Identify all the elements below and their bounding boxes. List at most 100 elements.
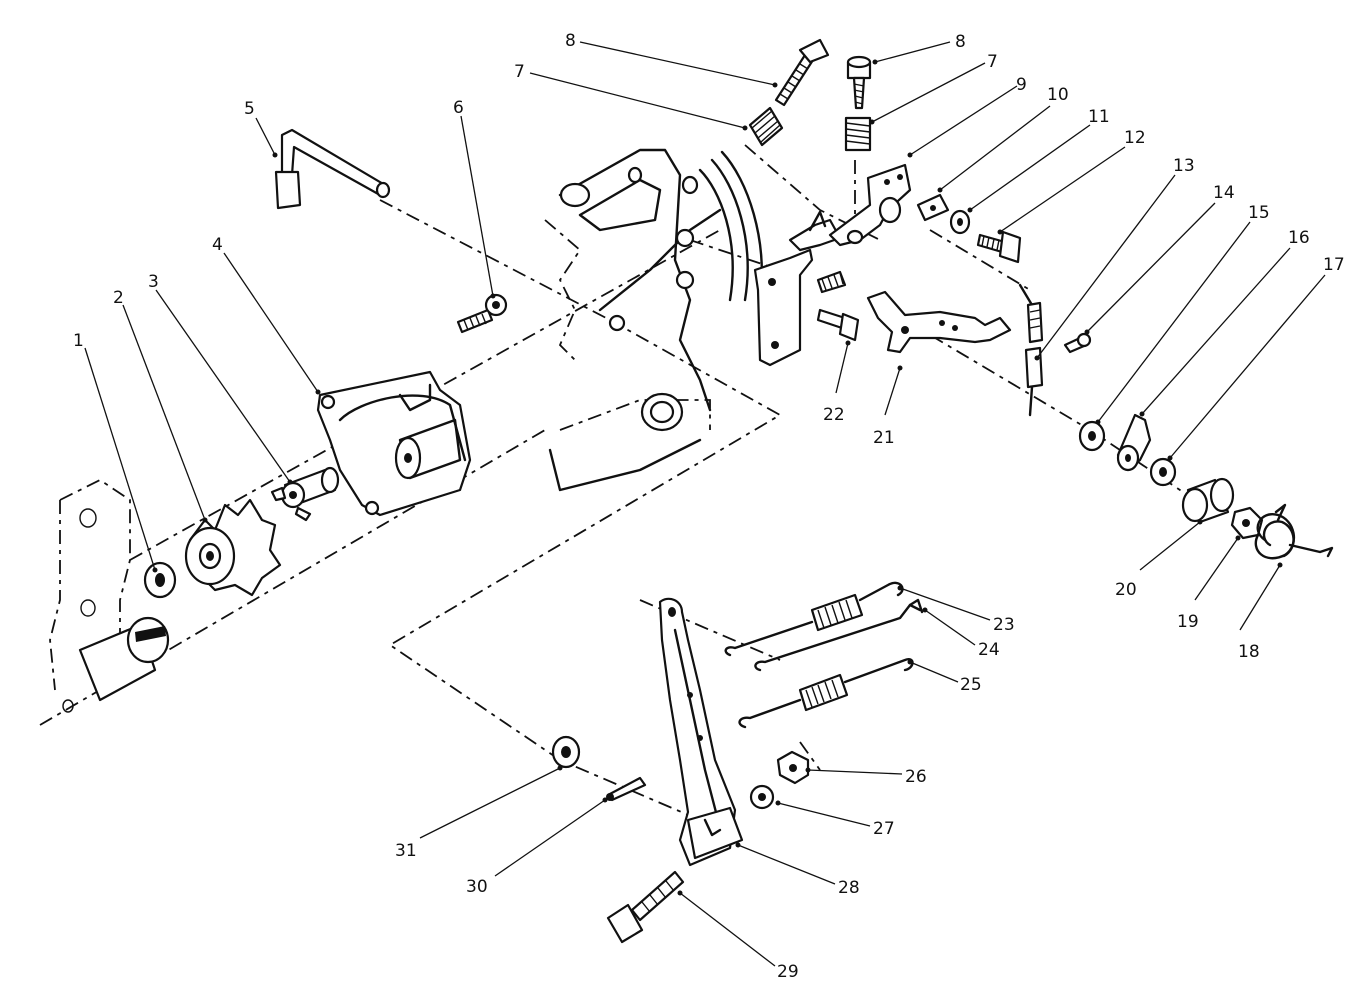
bracket-spring	[816, 270, 847, 294]
lever-rib	[673, 628, 720, 822]
housing-hole-1	[79, 508, 97, 528]
label-18: 18	[1238, 642, 1260, 662]
label-27: 27	[873, 819, 895, 839]
label-30: 30	[466, 877, 488, 897]
part-7a-spring	[748, 106, 784, 147]
label-25: 25	[960, 675, 982, 695]
label-14: 14	[1213, 183, 1235, 203]
label-23: 23	[993, 615, 1015, 635]
label-28: 28	[838, 878, 860, 898]
part-12-bolt	[976, 230, 1022, 264]
part-16-plate	[1116, 413, 1152, 472]
block-boss-1	[675, 228, 695, 248]
label-8a: 8	[565, 31, 576, 51]
part-3-shaft	[270, 466, 340, 522]
label-11: 11	[1088, 107, 1110, 127]
block-boss-2	[675, 270, 695, 290]
label-20: 20	[1115, 580, 1137, 600]
engine-block	[544, 148, 763, 492]
block-lower-outline	[559, 399, 711, 431]
label-3: 3	[148, 272, 159, 292]
housing-hole-2	[80, 599, 96, 617]
label-12: 12	[1124, 128, 1146, 148]
part-27-washer	[749, 784, 775, 810]
leader-lines	[84, 41, 1326, 967]
part-20-spacer	[1181, 477, 1235, 524]
label-6: 6	[453, 98, 464, 118]
bracket-tab	[808, 210, 827, 232]
block-boss-3	[608, 314, 626, 332]
label-4: 4	[212, 235, 223, 255]
nut-axis-line	[799, 741, 821, 771]
lever-slot	[703, 818, 722, 837]
part-8b-screw	[846, 55, 872, 110]
label-26: 26	[905, 767, 927, 787]
governor-bracket	[753, 210, 842, 367]
label-10: 10	[1047, 85, 1069, 105]
part-18-spring	[1254, 503, 1334, 560]
label-17: 17	[1323, 255, 1345, 275]
part-26-nut	[776, 750, 810, 785]
label-5: 5	[244, 99, 255, 119]
block-bolt-head	[559, 182, 591, 208]
label-1: 1	[73, 331, 84, 351]
part-8a-screw	[774, 38, 830, 107]
label-15: 15	[1248, 203, 1270, 223]
part-9-lever	[828, 163, 912, 247]
block-lower-edge	[548, 438, 702, 492]
label-19: 19	[1177, 612, 1199, 632]
part-1-washer	[143, 561, 177, 599]
rod-axis-line	[379, 199, 611, 321]
block-curve-1	[698, 168, 734, 302]
block-top-flange	[578, 178, 662, 232]
lower-assembly-line	[388, 319, 782, 821]
label-22: 22	[823, 405, 845, 425]
part-15-washer	[1078, 420, 1106, 452]
part-31-washer	[551, 735, 581, 769]
block-ridge	[598, 208, 722, 312]
housing-outline	[59, 478, 131, 660]
label-7b: 7	[987, 52, 998, 72]
part-28-lever	[658, 597, 744, 867]
part-7b-spring	[844, 116, 872, 152]
spring-23-line	[639, 599, 781, 661]
label-16: 16	[1288, 228, 1310, 248]
cover-inner-curve	[338, 394, 467, 462]
part-13-cable	[1018, 283, 1044, 417]
part-6-screw	[456, 293, 508, 334]
part-10-clip	[916, 193, 950, 222]
bolt-axis-line	[929, 229, 1031, 291]
part-30-pin	[606, 776, 647, 802]
part-17-washer	[1149, 457, 1177, 487]
label-24: 24	[978, 640, 1000, 660]
housing-left-edge	[49, 500, 61, 691]
housing-shaft-key	[135, 626, 166, 642]
block-outline-left	[544, 219, 582, 361]
label-8b: 8	[955, 32, 966, 52]
block-curve-2	[710, 158, 749, 302]
part-2-gear	[184, 498, 282, 597]
block-hole-2	[681, 175, 699, 195]
part-25-spring	[738, 658, 914, 729]
label-7a: 7	[514, 62, 525, 82]
block-hole-1	[627, 166, 643, 184]
part-11-washer	[949, 209, 971, 235]
part-5-rod	[274, 128, 391, 210]
label-2: 2	[113, 288, 124, 308]
part-4-cover	[316, 370, 472, 517]
part-21-linkage	[866, 290, 1012, 354]
block-lower-boss-inner	[649, 400, 675, 424]
left-housing	[49, 478, 170, 713]
part-14-screw	[1063, 332, 1092, 354]
part-labels: 1 2 3 4 5 6 8 7 8 7 9 10 11 12 13 14 15 …	[73, 31, 1345, 982]
label-31: 31	[395, 841, 417, 861]
part-23-spring	[724, 581, 904, 657]
part-24-rod	[754, 598, 924, 672]
housing-cylinder-face	[126, 616, 170, 664]
label-21: 21	[873, 428, 895, 448]
housing-hole-3	[62, 699, 74, 713]
label-13: 13	[1173, 156, 1195, 176]
part-29-bolt	[606, 870, 685, 944]
